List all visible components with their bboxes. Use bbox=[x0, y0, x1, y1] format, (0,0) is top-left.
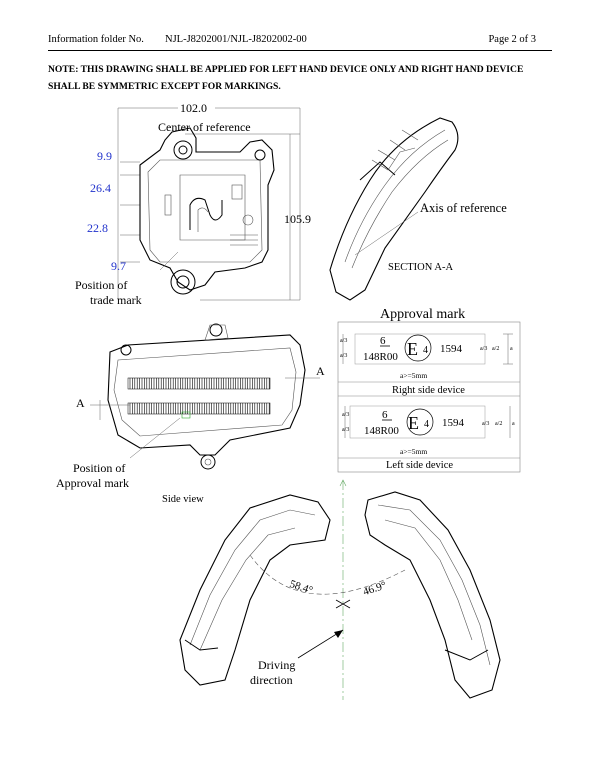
approval-mark-title: Approval mark bbox=[380, 307, 465, 322]
bottom-view-drawing bbox=[179, 479, 501, 700]
page-header: Information folder No. NJL-J8202001/NJL-… bbox=[48, 34, 552, 51]
note-text: NOTE: THIS DRAWING SHALL BE APPLIED FOR … bbox=[48, 64, 524, 92]
approval-position-label-line1: Position of bbox=[73, 461, 125, 475]
left-mark-a2: a/2 bbox=[495, 421, 502, 427]
approval-position-label-line2: Approval mark bbox=[56, 476, 129, 490]
right-mark-min-size: a>=5mm bbox=[400, 371, 427, 380]
left-mark-a3-bottom: a/3 bbox=[342, 427, 349, 433]
left-approval-mark bbox=[344, 405, 511, 439]
angle-left-label: 58.4° bbox=[288, 578, 314, 597]
right-mark-a3-side: a/3 bbox=[480, 346, 487, 352]
side-view-caption: Side view bbox=[162, 494, 204, 505]
right-mark-a2: a/2 bbox=[492, 346, 499, 352]
left-mark-a3-top: a/3 bbox=[342, 412, 349, 418]
right-mark-a3-bottom: a/3 bbox=[340, 353, 347, 359]
dimension-22-8: 22.8 bbox=[87, 221, 108, 235]
left-mark-six: 6 bbox=[382, 409, 388, 421]
left-mark-e: E bbox=[408, 413, 419, 433]
left-mark-a: a bbox=[512, 421, 515, 427]
top-view-drawing bbox=[117, 107, 301, 301]
right-mark-six: 6 bbox=[380, 335, 386, 347]
left-mark-min-size: a>=5mm bbox=[400, 447, 427, 456]
side-view-drawing bbox=[90, 323, 320, 470]
led-strip-lower bbox=[127, 402, 271, 415]
right-side-device-caption: Right side device bbox=[392, 385, 465, 396]
section-title: SECTION A-A bbox=[388, 262, 453, 273]
section-mark-a-left: A bbox=[76, 396, 85, 410]
led-strip-upper bbox=[127, 377, 271, 390]
height-dimension: 105.9 bbox=[284, 212, 311, 226]
driving-direction-line1: Driving bbox=[258, 658, 295, 672]
section-view-drawing bbox=[329, 117, 459, 301]
axis-of-reference-label: Axis of reference bbox=[420, 201, 507, 215]
driving-direction-line2: direction bbox=[250, 673, 293, 687]
left-side-device-caption: Left side device bbox=[386, 460, 453, 471]
right-mark-a3-top: a/3 bbox=[340, 338, 347, 344]
dimension-9-7: 9.7 bbox=[111, 259, 126, 273]
width-dimension: 102.0 bbox=[180, 101, 207, 115]
left-mark-number: 1594 bbox=[442, 417, 465, 429]
trade-mark-label-line1: Position of bbox=[75, 278, 127, 292]
approval-mark-frame bbox=[337, 321, 521, 473]
center-of-reference-label: Center of reference bbox=[158, 120, 251, 134]
right-mark-code: 148R00 bbox=[363, 351, 398, 363]
dimension-26-4: 26.4 bbox=[90, 181, 111, 195]
angle-right-label: 46.9° bbox=[362, 579, 388, 598]
right-mark-number: 1594 bbox=[440, 343, 463, 355]
left-mark-e-number: 4 bbox=[424, 419, 429, 430]
folder-label: Information folder No. bbox=[48, 34, 144, 45]
page-number: Page 2 of 3 bbox=[488, 34, 536, 45]
dimension-9-9: 9.9 bbox=[97, 149, 112, 163]
right-approval-mark bbox=[342, 333, 513, 365]
trade-mark-label-line2: trade mark bbox=[90, 293, 142, 307]
right-mark-e: E bbox=[407, 339, 418, 359]
right-mark-e-number: 4 bbox=[423, 345, 428, 356]
left-mark-code: 148R00 bbox=[364, 425, 399, 437]
section-mark-a-right: A bbox=[316, 364, 325, 378]
left-mark-a3-side: a/3 bbox=[482, 421, 489, 427]
right-mark-a: a bbox=[510, 346, 513, 352]
folder-number: NJL-J8202001/NJL-J8202002-00 bbox=[165, 34, 307, 45]
